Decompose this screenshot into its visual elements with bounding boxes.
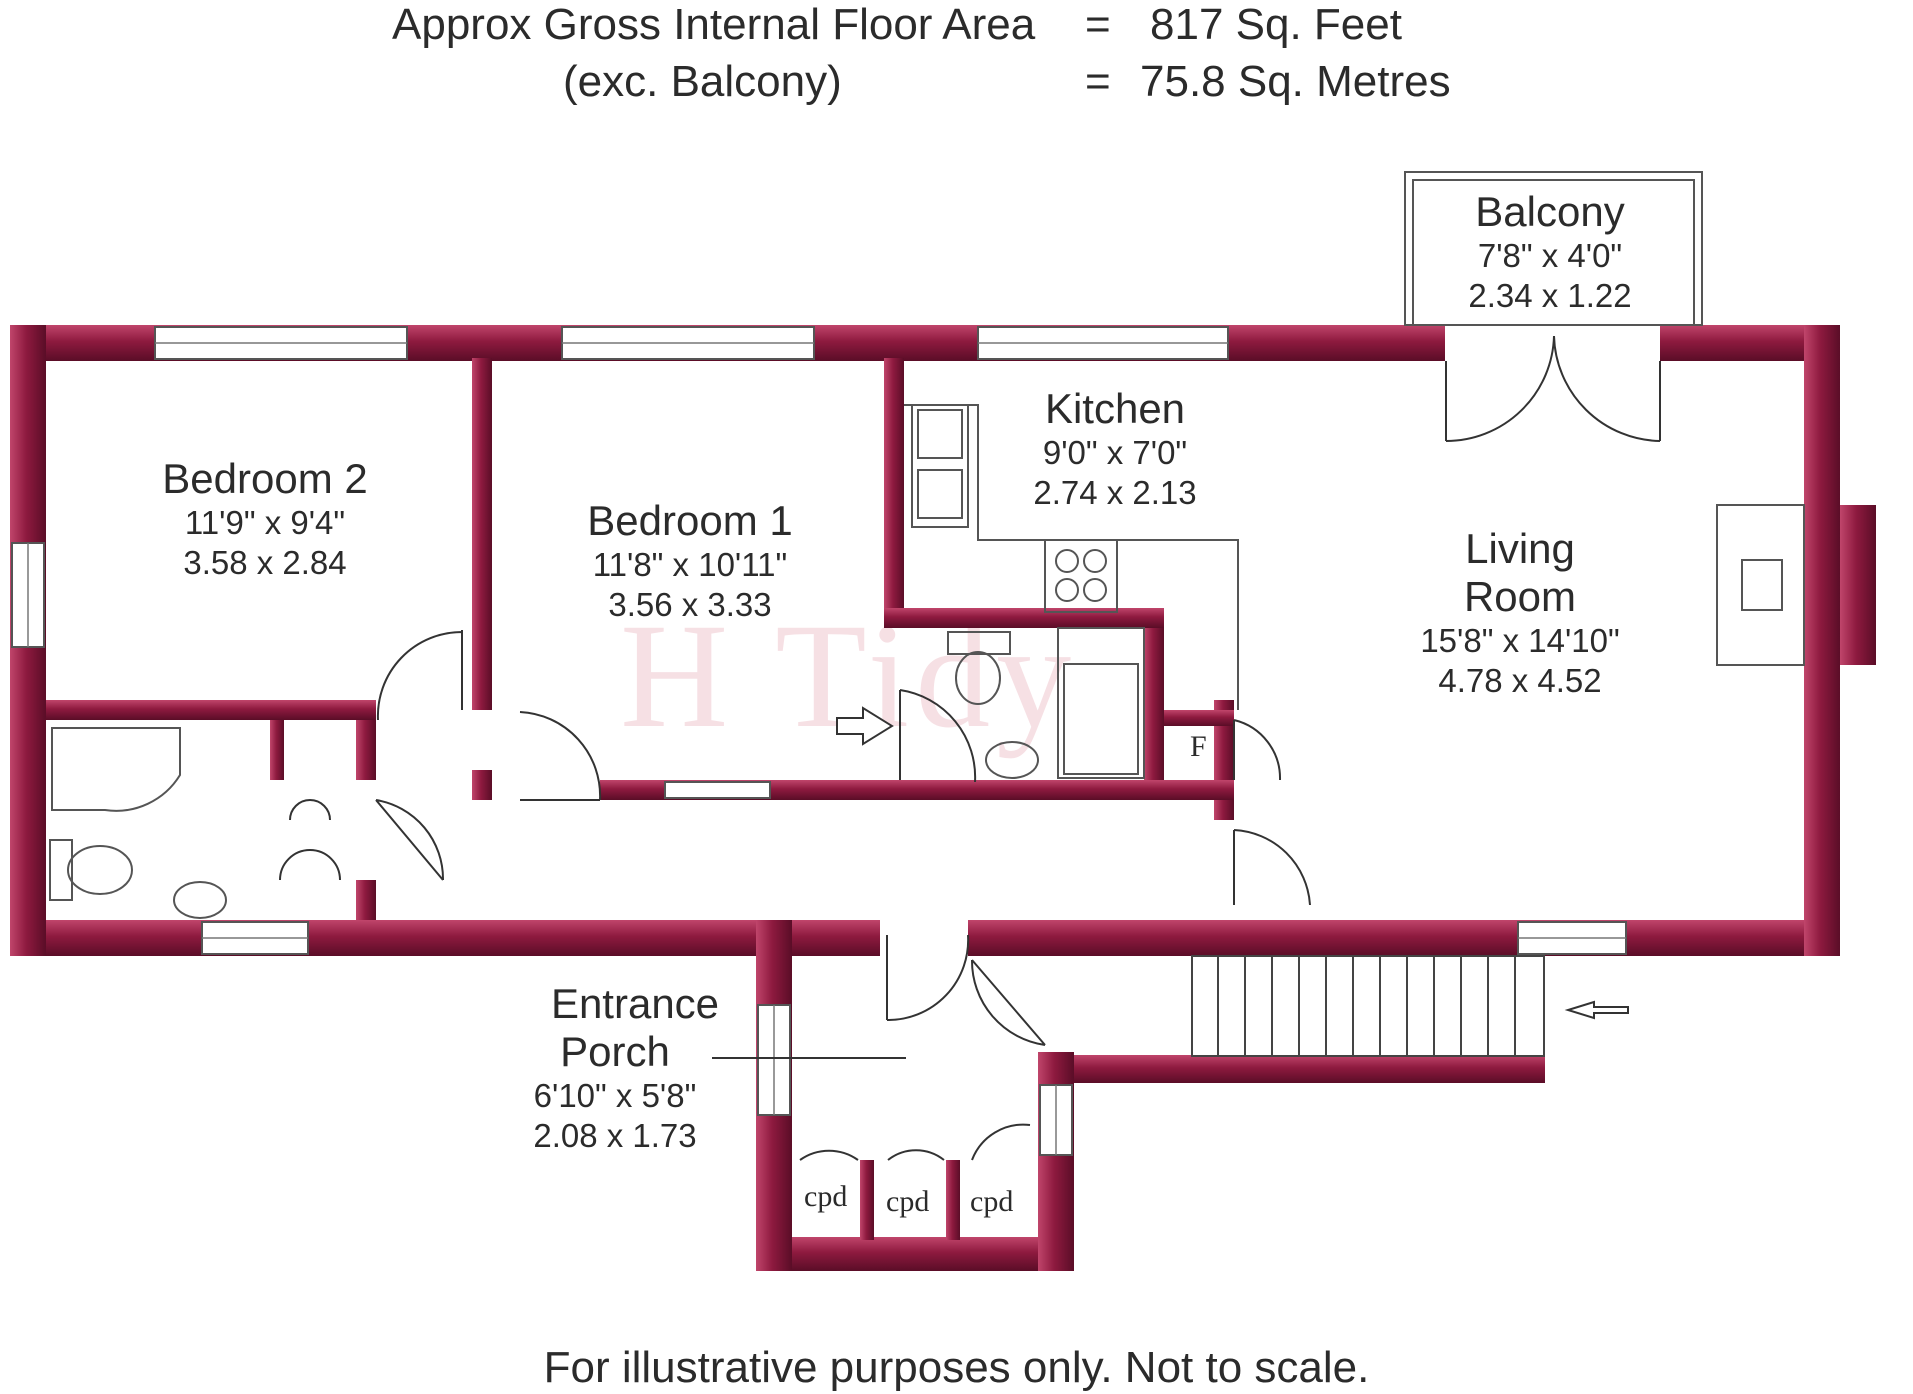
balcony-rail: [1404, 171, 1703, 326]
cupboard-label: cpd: [804, 1180, 848, 1213]
room-dims-imperial: 6'10" x 5'8": [533, 1077, 697, 1114]
area-value-sqft: 817 Sq. Feet: [1150, 0, 1402, 49]
door-bath2-cup1: [289, 799, 331, 821]
wall-bottom-left: [10, 920, 880, 956]
bathroom-fittings: [49, 627, 1145, 919]
wall-bath2-top: [46, 700, 376, 720]
wall-bed1-door: [472, 770, 492, 800]
toilet2-cistern-icon: [49, 839, 73, 901]
wall-bath-right: [1144, 608, 1164, 788]
room-dims-imperial: 9'0" x 7'0": [1042, 434, 1188, 471]
basin-icon: [985, 741, 1039, 779]
room-kitchen: Kitchen 9'0" x 7'0" 2.74 x 2.13: [1000, 385, 1230, 513]
door-bed2: [376, 630, 463, 721]
area-label-line2: (exc. Balcony): [563, 57, 842, 106]
basin2-icon: [173, 881, 227, 919]
area-value-sqm: 75.8 Sq. Metres: [1140, 57, 1451, 106]
wall-porch-cpd2: [946, 1160, 960, 1240]
fireplace-icon: [1716, 504, 1805, 666]
wall-bottom-right: [968, 920, 1840, 956]
wall-bath2-lower: [356, 880, 376, 920]
room-bedroom-2: Bedroom 2 11'9" x 9'4" 3.58 x 2.84: [140, 455, 390, 583]
wall-right: [1804, 325, 1840, 956]
bath-arrow-icon: [836, 706, 894, 746]
toilet-cistern-icon: [947, 631, 1011, 655]
door-bed1: [519, 711, 602, 801]
room-dims-metric: 3.56 x 3.33: [608, 586, 772, 623]
cupboard-label: cpd: [886, 1185, 930, 1218]
room-dims-metric: 2.74 x 2.13: [1033, 474, 1197, 511]
room-living: Living Room 15'8" x 14'10" 4.78 x 4.52: [1390, 525, 1650, 701]
room-name: Kitchen: [1044, 385, 1186, 432]
room-dims-metric: 3.58 x 2.84: [183, 544, 347, 581]
windows: [11, 326, 1627, 1156]
wall-porch-cpd1: [860, 1160, 874, 1240]
room-dims-metric: 2.08 x 1.73: [533, 1117, 697, 1154]
window-bed1-bottom: [664, 781, 771, 799]
wall-bath-top: [884, 608, 1164, 628]
wall-bath2-cupboard: [270, 710, 284, 780]
room-name-line1: Living: [1465, 525, 1575, 572]
door-porch-left: [886, 934, 970, 1022]
fridge-label: F: [1190, 730, 1207, 763]
area-eq-line2: =: [1085, 57, 1111, 106]
room-dims-metric: 2.34 x 1.22: [1468, 277, 1632, 314]
wall-porch-bottom: [756, 1237, 1074, 1271]
room-dims-imperial: 7'8" x 4'0": [1477, 237, 1623, 274]
door-cpd1: [799, 1149, 859, 1161]
door-bath2: [375, 799, 445, 881]
door-cpd3: [971, 1123, 1031, 1161]
room-name-line2: Porch: [560, 1028, 670, 1075]
room-entrance-porch: Entrance Porch 6'10" x 5'8" 2.08 x 1.73: [510, 980, 760, 1156]
kitchen-fittings: [904, 404, 1239, 710]
hob-icon: [1044, 539, 1118, 613]
wall-bed1-bath: [884, 358, 904, 608]
room-name: Balcony: [1475, 188, 1625, 235]
room-dims-metric: 4.78 x 4.52: [1438, 662, 1602, 699]
door-fridge: [1233, 719, 1282, 781]
area-label-line1: Approx Gross Internal Floor Area: [392, 0, 1036, 49]
door-living: [1233, 829, 1311, 906]
door-bath: [899, 689, 977, 783]
shower-tray-icon: [1057, 627, 1145, 779]
sink-icon: [911, 404, 969, 528]
room-dims-imperial: 15'8" x 14'10": [1420, 622, 1620, 659]
cupboard-label: cpd: [970, 1185, 1014, 1218]
door-bath2-cup2: [279, 849, 341, 881]
room-name: Bedroom 2: [162, 455, 368, 502]
toilet-icon: [955, 651, 1001, 705]
disclaimer: For illustrative purposes only. Not to s…: [543, 1343, 1370, 1392]
toilet2-icon: [67, 845, 133, 895]
entry-arrow-icon: [1564, 1000, 1629, 1020]
room-name-line1: Entrance: [550, 980, 720, 1027]
wall-chimney: [1840, 505, 1876, 665]
wall-fridge-top: [1164, 710, 1234, 726]
door-cpd2: [887, 1149, 945, 1161]
corner-shower-icon: [51, 727, 181, 812]
area-eq-line1: =: [1085, 0, 1111, 49]
room-balcony: Balcony 7'8" x 4'0" 2.34 x 1.22: [1420, 188, 1680, 316]
internal-walls-h: [46, 608, 1234, 800]
room-dims-imperial: 11'9" x 9'4": [184, 504, 346, 541]
door-porch-right: [970, 959, 1046, 1046]
wall-step-bottom: [1045, 1055, 1545, 1083]
room-dims-imperial: 11'8" x 10'11": [592, 546, 788, 583]
door-balcony-right: [1553, 335, 1661, 442]
wall-bed2-bed1: [472, 358, 492, 710]
room-bedroom-1: Bedroom 1 11'8" x 10'11" 3.56 x 3.33: [560, 497, 820, 625]
room-name-line2: Room: [1463, 573, 1577, 620]
room-name: Bedroom 1: [587, 497, 793, 544]
door-balcony-left: [1445, 335, 1555, 442]
doors: [279, 335, 1661, 1161]
stairs: [1191, 955, 1545, 1057]
